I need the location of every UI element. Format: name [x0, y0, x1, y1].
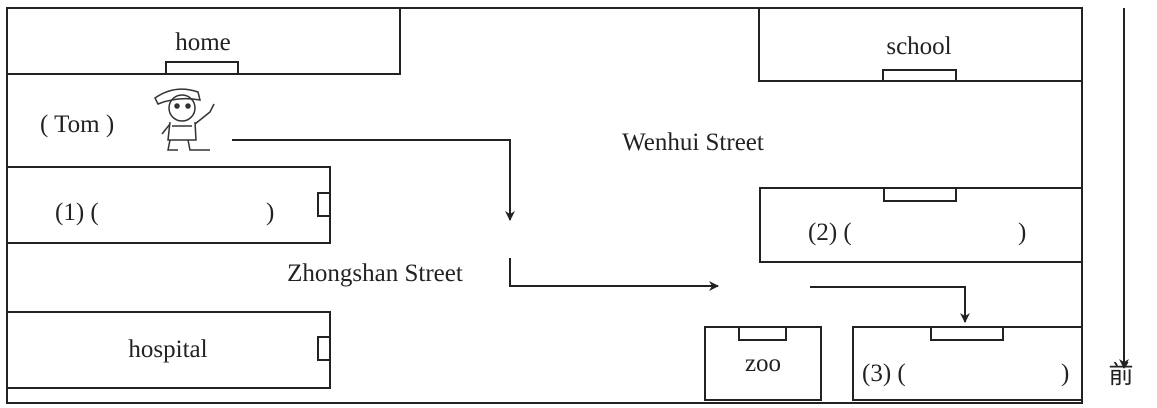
zhongshan-street-label: Zhongshan Street: [287, 260, 463, 287]
door: [930, 326, 1004, 341]
blank-2-close: ): [1018, 219, 1026, 246]
building-blank-1: (1) ( ): [6, 166, 331, 244]
tom-label: ( Tom ): [40, 111, 114, 138]
direction-label: 前: [1108, 361, 1133, 389]
route-arrow-2: [509, 258, 719, 291]
door: [738, 326, 787, 341]
blank-1-close: ): [266, 199, 274, 226]
blank-3-close: ): [1061, 360, 1069, 387]
building-home: home: [6, 7, 401, 75]
boy-cartoon-icon: [154, 88, 215, 151]
building-zoo: zoo: [704, 326, 822, 401]
door: [883, 187, 957, 202]
door: [882, 69, 957, 82]
hospital-label: hospital: [128, 336, 207, 363]
route-arrow-1: [232, 139, 515, 221]
blank-3-open: (3) (: [862, 360, 906, 387]
home-label: home: [175, 29, 231, 56]
school-label: school: [886, 33, 951, 60]
door: [165, 61, 239, 75]
zoo-label: zoo: [745, 350, 781, 377]
building-blank-2: (2) ( ): [759, 187, 1083, 263]
building-hospital: hospital: [6, 311, 331, 389]
blank-1-open: (1) (: [55, 199, 99, 226]
building-blank-3: (3) ( ): [852, 326, 1083, 401]
wenhui-street-label: Wenhui Street: [622, 129, 764, 156]
blank-2-open: (2) (: [808, 219, 852, 246]
route-arrow-3: [810, 286, 970, 323]
door: [317, 192, 331, 217]
building-school: school: [758, 7, 1083, 82]
door: [317, 336, 331, 361]
